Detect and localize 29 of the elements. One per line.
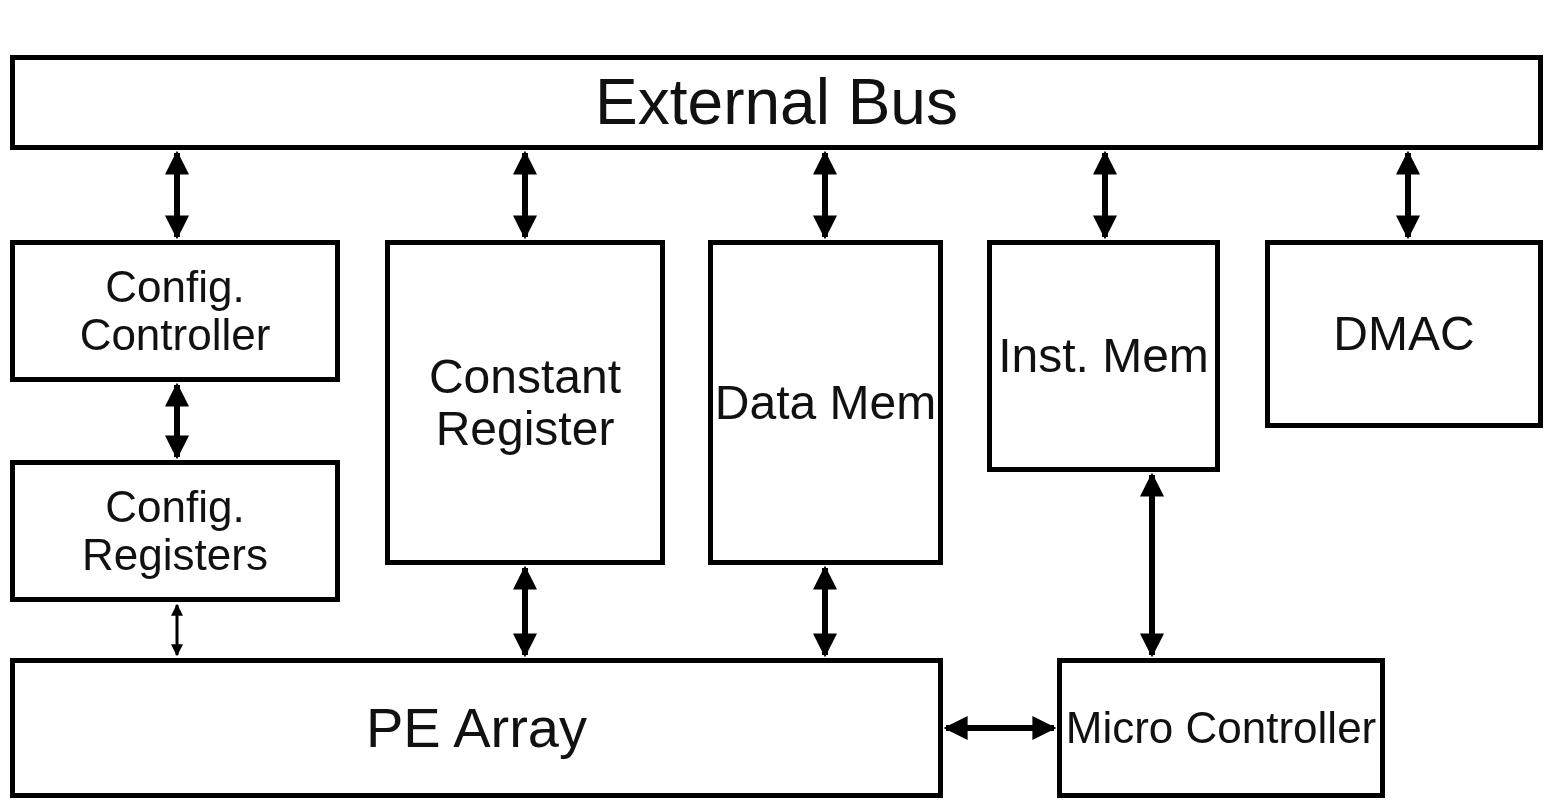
block-label: Config. Controller [78,263,272,359]
double-arrow [513,150,537,240]
block-label: External Bus [595,67,958,138]
block-box [1057,658,1385,798]
double-arrow [1093,150,1117,240]
block-box [385,240,665,565]
block-label: Inst. Mem [998,330,1209,382]
bus-box [10,55,1543,150]
double-arrow [165,382,189,460]
block-label: DMAC [1333,308,1475,360]
double-arrow [813,565,837,658]
double-arrow [171,603,183,657]
double-arrow [1140,472,1164,658]
double-arrow [943,716,1057,740]
block-label: PE Array [366,697,587,759]
block-label: Micro Controller [1065,704,1377,752]
block-label: Data Mem [714,376,937,429]
block-box [10,460,340,602]
double-arrow [1396,150,1420,240]
block-label: Config. Registers [81,483,269,579]
block-box [987,240,1220,472]
double-arrow [813,150,837,240]
block-box [10,658,943,798]
block-label: Constant Register [427,350,623,455]
block-box [1265,240,1543,428]
double-arrow [513,565,537,658]
block-box [10,240,340,382]
block-box [708,240,943,565]
double-arrow [165,150,189,240]
